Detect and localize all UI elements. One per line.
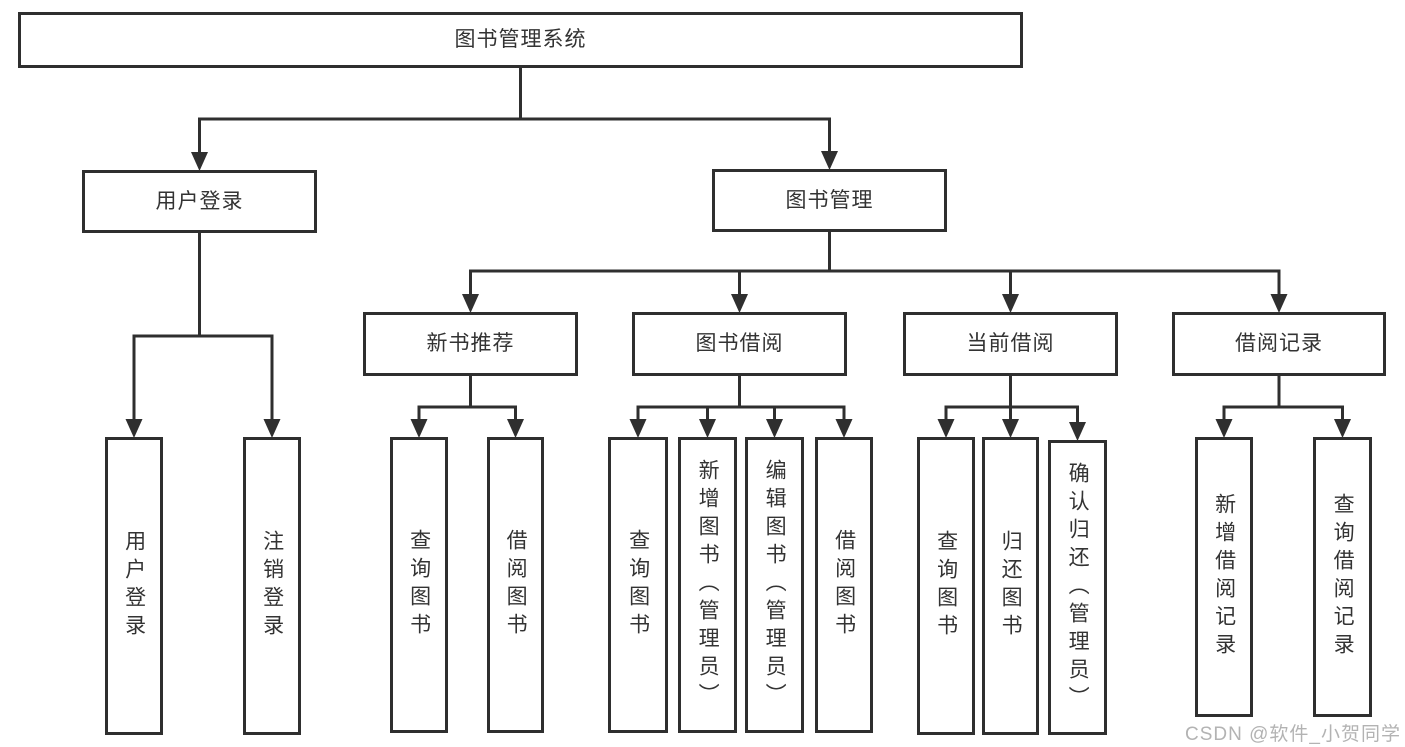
arrowhead-icon [191, 152, 208, 171]
diagram-node-nr-query: 查询图书 [390, 437, 448, 733]
diagram-node-label: 查询图书 [407, 529, 431, 641]
diagram-node-label: 查询图书 [934, 530, 958, 642]
diagram-node-new-rec: 新书推荐 [363, 312, 578, 376]
diagram-node-label: 查询借阅记录 [1331, 493, 1355, 661]
arrowhead-icon [835, 419, 853, 438]
diagram-node-bb-edit: 编辑图书（管理员） [745, 437, 804, 733]
diagram-node-label: 新增借阅记录 [1212, 493, 1236, 661]
arrowhead-icon [462, 294, 479, 313]
arrowhead-icon [263, 419, 281, 438]
arrowhead-icon [1270, 294, 1288, 313]
diagram-node-ul-login: 用户登录 [105, 437, 163, 735]
arrowhead-icon [1215, 419, 1233, 438]
arrowhead-icon [1069, 422, 1086, 441]
diagram-node-cb-confirm: 确认归还（管理员） [1048, 440, 1107, 735]
diagram-node-label: 新书推荐 [426, 332, 515, 356]
diagram-node-user-login: 用户登录 [82, 170, 317, 233]
diagram-node-label: 借阅图书 [832, 529, 856, 641]
arrowhead-icon [766, 419, 783, 438]
diagram-node-label: 编辑图书（管理员） [763, 459, 787, 711]
diagram-node-label: 借阅记录 [1235, 332, 1323, 356]
diagram-node-label: 借阅图书 [504, 529, 528, 641]
diagram-node-borrow: 图书借阅 [632, 312, 847, 376]
diagram-node-ul-logout: 注销登录 [243, 437, 301, 735]
diagram-node-bb-query: 查询图书 [608, 437, 668, 733]
diagram-node-label: 注销登录 [260, 530, 284, 642]
diagram-node-label: 用户登录 [122, 530, 146, 642]
diagram-node-bb-borrow: 借阅图书 [815, 437, 873, 733]
diagram-node-label: 新增图书（管理员） [696, 459, 720, 711]
diagram-node-label: 图书管理系统 [454, 28, 587, 52]
diagram-node-book-mgmt: 图书管理 [712, 169, 947, 232]
diagram-node-root: 图书管理系统 [18, 12, 1023, 68]
diagram-node-label: 查询图书 [626, 529, 650, 641]
arrowhead-icon [410, 419, 428, 438]
diagram-node-label: 用户登录 [155, 189, 244, 213]
arrowhead-icon [629, 419, 647, 438]
diagram-node-cb-query: 查询图书 [917, 437, 975, 735]
diagram-node-label: 图书借阅 [695, 332, 784, 356]
arrowhead-icon [1002, 294, 1019, 313]
diagram-node-label: 归还图书 [999, 530, 1023, 642]
diagram-node-cb-return: 归还图书 [982, 437, 1039, 735]
arrowhead-icon [1002, 419, 1019, 438]
arrowhead-icon [821, 151, 838, 170]
arrowhead-icon [699, 419, 716, 438]
diagram-node-br-query: 查询借阅记录 [1313, 437, 1372, 717]
diagram-node-label: 图书管理 [785, 188, 874, 212]
arrowhead-icon [731, 294, 748, 313]
arrowhead-icon [937, 419, 955, 438]
arrowhead-icon [1334, 419, 1351, 438]
diagram-node-label: 当前借阅 [966, 332, 1055, 356]
diagram-node-current: 当前借阅 [903, 312, 1118, 376]
watermark: CSDN @软件_小贺同学 [1185, 724, 1401, 745]
diagram-node-bb-add: 新增图书（管理员） [678, 437, 737, 733]
diagram-node-label: 确认归还（管理员） [1066, 461, 1090, 714]
diagram-node-records: 借阅记录 [1172, 312, 1386, 376]
arrowhead-icon [125, 419, 143, 438]
arrowhead-icon [507, 419, 524, 438]
diagram-node-nr-borrow: 借阅图书 [487, 437, 544, 733]
diagram-node-br-add: 新增借阅记录 [1195, 437, 1253, 717]
